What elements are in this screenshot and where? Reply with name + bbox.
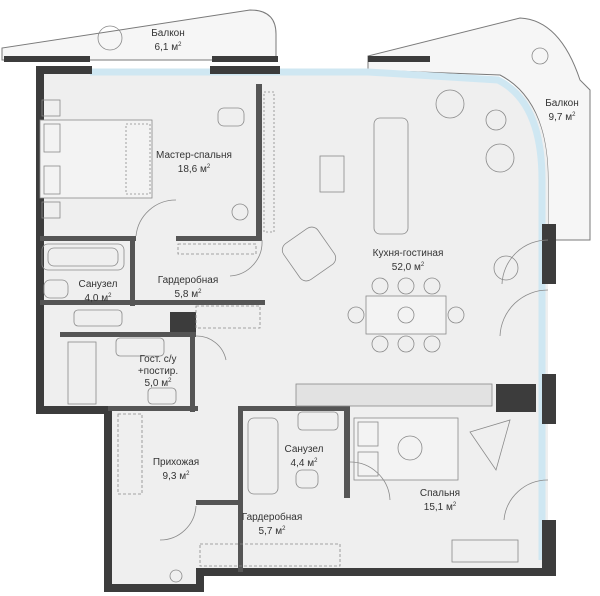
room-name-guest-bath: Гост. с/у	[139, 354, 176, 365]
room-name-balcony-top: Балкон	[151, 28, 185, 39]
room-name-bathroom-2: Санузел	[285, 444, 324, 455]
room-name-hallway: Прихожая	[153, 457, 199, 468]
furniture	[39, 25, 549, 583]
door-swings	[135, 199, 549, 541]
room-area-bathroom-1: 4,0 м2	[85, 293, 113, 304]
room-labels: Балкон 6,1 м2 Балкон 9,7 м2 Мастер-спаль…	[79, 28, 579, 537]
balcony-top-area	[1, 9, 277, 61]
interior-walls	[40, 84, 536, 572]
room-name-dressing-2: Гардеробная	[242, 511, 303, 523]
room-area-kitchen-living: 52,0 м2	[392, 262, 425, 273]
room-name-bedroom: Спальня	[420, 488, 460, 499]
balcony-rail-walls	[4, 56, 430, 62]
room-name-dressing-1: Гардеробная	[158, 274, 219, 286]
room-area-bedroom: 15,1 м2	[424, 502, 457, 513]
room-area-dressing-1: 5,8 м2	[175, 289, 203, 300]
room-area-guest-bath: 5,0 м2	[145, 378, 173, 389]
room-name-master-bedroom: Мастер-спальня	[156, 150, 232, 161]
room-name-kitchen-living: Кухня-гостиная	[373, 248, 444, 259]
room-area-balcony-top: 6,1 м2	[155, 42, 183, 53]
room-area-bathroom-2: 4,4 м2	[291, 458, 319, 469]
room-area-hallway: 9,3 м2	[163, 471, 191, 482]
room-area-balcony-right: 9,7 м2	[549, 112, 577, 123]
room-name-guest-bath-2: +постир.	[138, 366, 178, 377]
room-name-balcony-right: Балкон	[545, 98, 579, 109]
room-name-bathroom-1: Санузел	[79, 279, 118, 290]
room-area-dressing-2: 5,7 м2	[259, 526, 287, 537]
room-area-master-bedroom: 18,6 м2	[178, 164, 211, 175]
window-glazing	[90, 68, 546, 560]
